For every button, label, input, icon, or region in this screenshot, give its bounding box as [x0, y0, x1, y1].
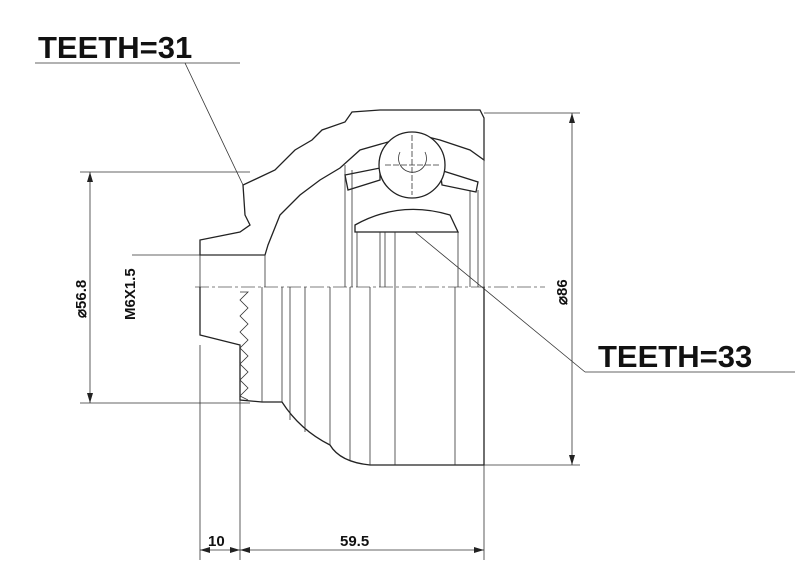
- housing-section: [199, 109, 485, 256]
- outer-diameter-label: ⌀86: [554, 279, 571, 305]
- body-length-label: 59.5: [340, 533, 369, 550]
- spline-teeth: [239, 291, 249, 401]
- stub-length-label: 10: [208, 533, 225, 550]
- inner-lines: [199, 118, 485, 287]
- teeth-inner-callout: TEETH=33: [598, 339, 752, 374]
- dim-outer-diameter: [484, 112, 580, 466]
- teeth-outer-callout: TEETH=31: [38, 30, 192, 65]
- dim-inner-diameter: [80, 171, 250, 404]
- inner-race-section: [354, 208, 460, 233]
- inner-diameter-label: ⌀56.8: [73, 280, 90, 318]
- housing-exterior: [199, 287, 485, 466]
- exterior-lines: [261, 287, 456, 465]
- thread-label: M6X1.5: [122, 268, 139, 320]
- dim-lengths: [199, 345, 485, 560]
